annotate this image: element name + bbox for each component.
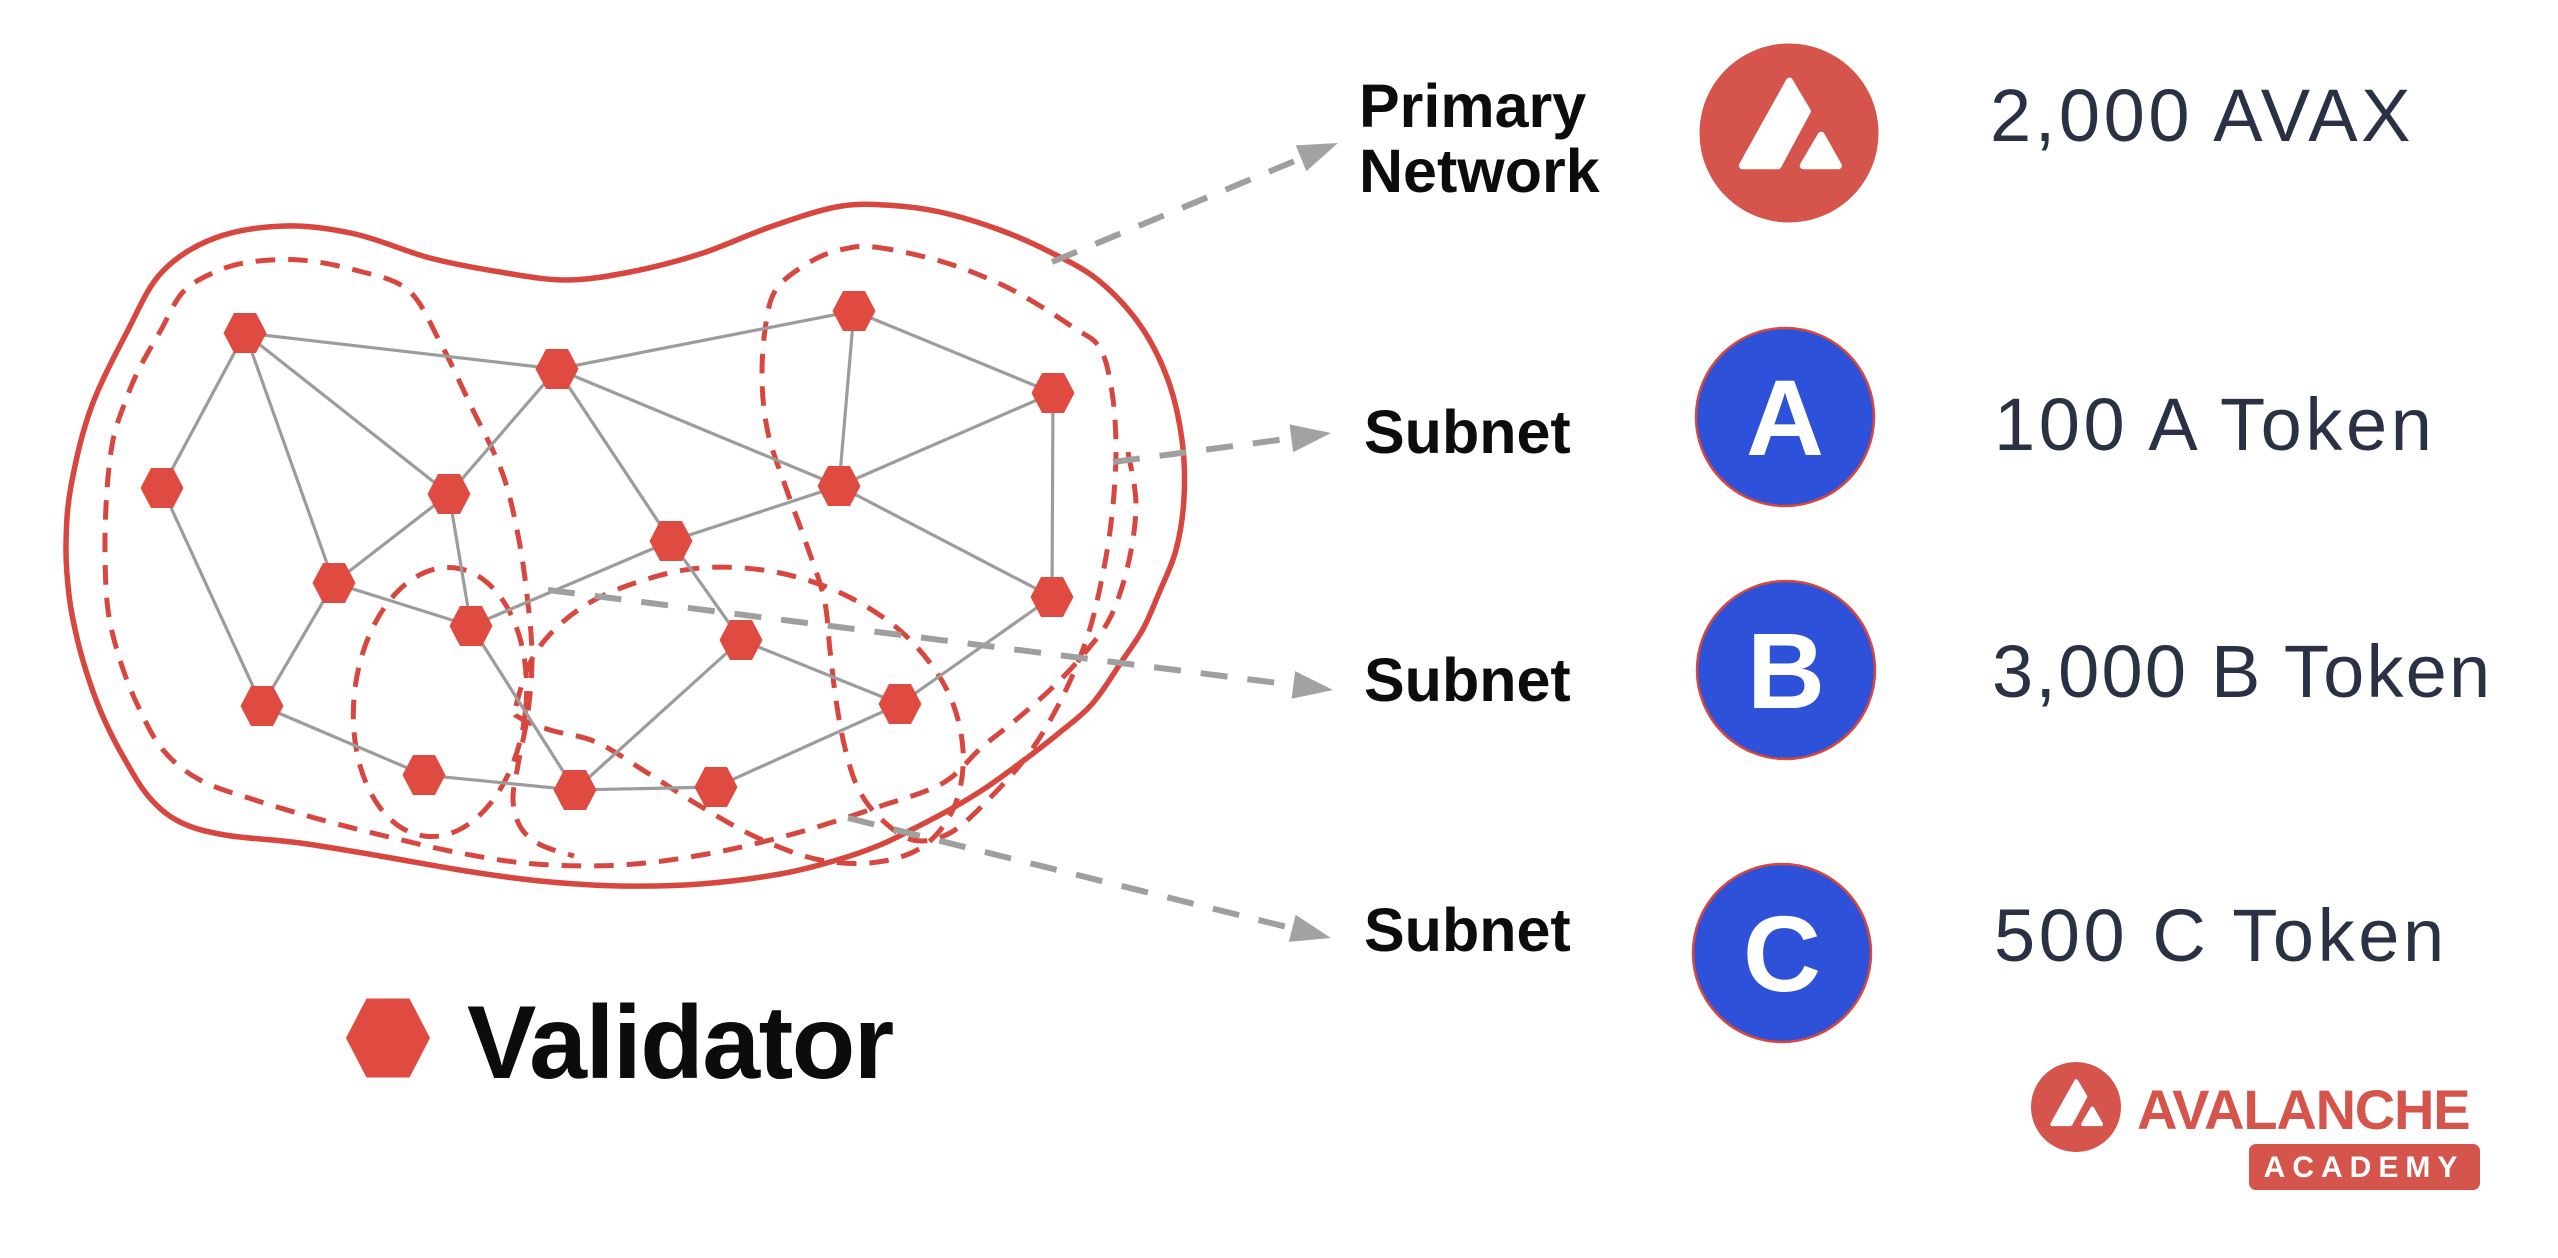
svg-text:500 C Token: 500 C Token	[1994, 894, 2448, 977]
svg-text:Primary: Primary	[1359, 72, 1586, 140]
svg-text:Validator: Validator	[467, 985, 893, 1101]
svg-text:ACADEMY: ACADEMY	[2264, 1151, 2465, 1184]
svg-text:AVALANCHE: AVALANCHE	[2137, 1078, 2469, 1141]
svg-text:100 A Token: 100 A Token	[1994, 383, 2436, 466]
svg-text:Subnet: Subnet	[1364, 896, 1571, 964]
svg-text:2,000 AVAX: 2,000 AVAX	[1990, 74, 2414, 157]
svg-text:3,000 B Token: 3,000 B Token	[1992, 630, 2492, 713]
svg-text:C: C	[1743, 893, 1821, 1014]
svg-text:Subnet: Subnet	[1364, 646, 1571, 714]
svg-text:B: B	[1747, 610, 1825, 731]
svg-text:Network: Network	[1359, 137, 1600, 205]
svg-text:A: A	[1746, 357, 1824, 478]
svg-text:Subnet: Subnet	[1364, 398, 1571, 466]
